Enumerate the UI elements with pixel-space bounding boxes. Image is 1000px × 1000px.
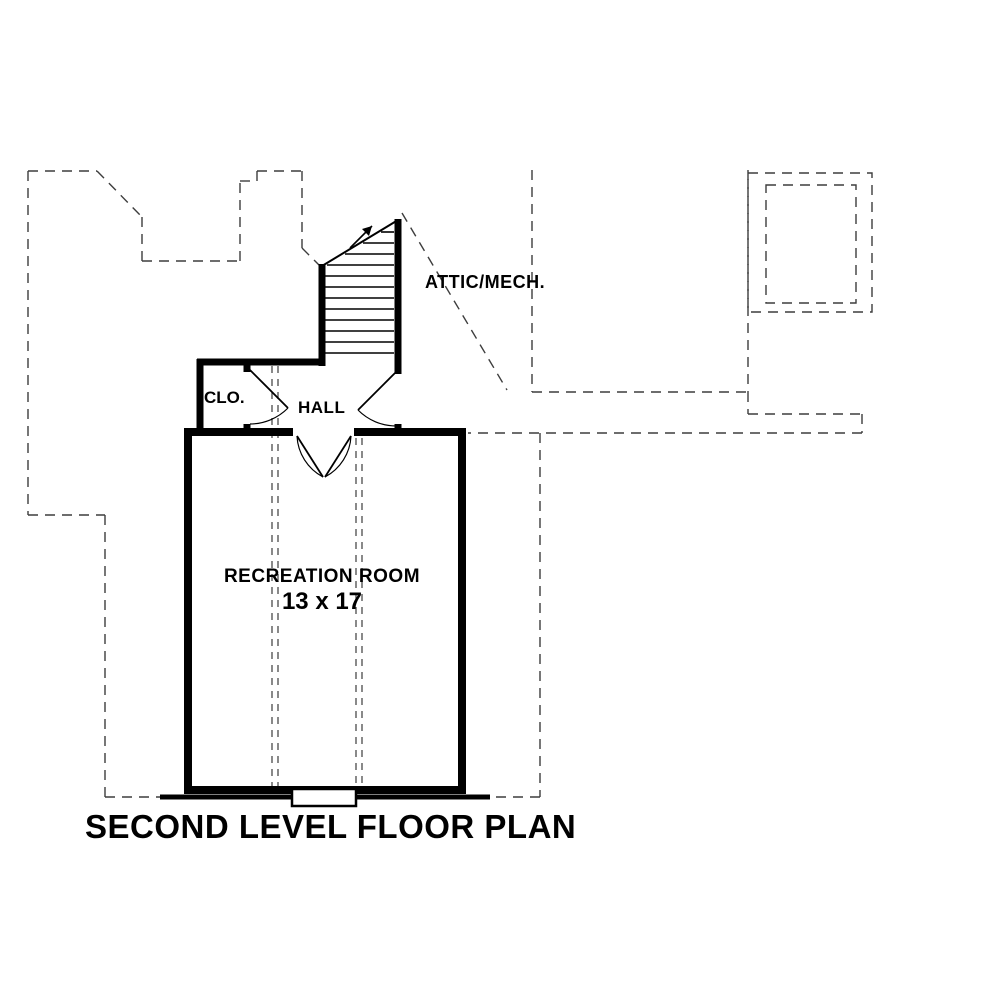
hall-door-leaf <box>357 371 397 411</box>
closet-door-swing-arc <box>249 407 289 425</box>
hall-door-swing-arc <box>357 409 397 427</box>
staircase <box>318 219 402 374</box>
closet-label: CLO. <box>204 388 245 407</box>
dashed-chimney-outer <box>747 172 873 313</box>
page-title: SECOND LEVEL FLOOR PLAN <box>85 808 576 845</box>
dashed-outline-segment <box>301 247 321 267</box>
room-door-swing-arc-left <box>296 435 324 478</box>
recreation-room-label: RECREATION ROOM <box>224 566 420 587</box>
plan-labels: ATTIC/MECH. CLO. HALL RECREATION ROOM 13… <box>85 272 576 845</box>
attic-label: ATTIC/MECH. <box>425 272 545 292</box>
lower-edge <box>160 787 490 808</box>
stair-cut-line <box>321 219 399 267</box>
roof-outline-dashed <box>27 170 873 798</box>
stair-direction-arrowhead <box>362 226 372 236</box>
entry-step <box>290 787 358 808</box>
hall-label: HALL <box>298 398 345 417</box>
closet-door-leaf <box>249 369 289 409</box>
dashed-chimney-inner <box>765 184 857 304</box>
dashed-roof-valley <box>401 212 508 391</box>
recreation-room-dimensions: 13 x 17 <box>282 588 362 615</box>
room-double-door-right-leaf <box>324 435 352 478</box>
room-door-swing-arc-right <box>324 435 352 478</box>
dashed-outline-segment <box>96 170 143 218</box>
room-double-door-left-leaf <box>296 435 324 478</box>
